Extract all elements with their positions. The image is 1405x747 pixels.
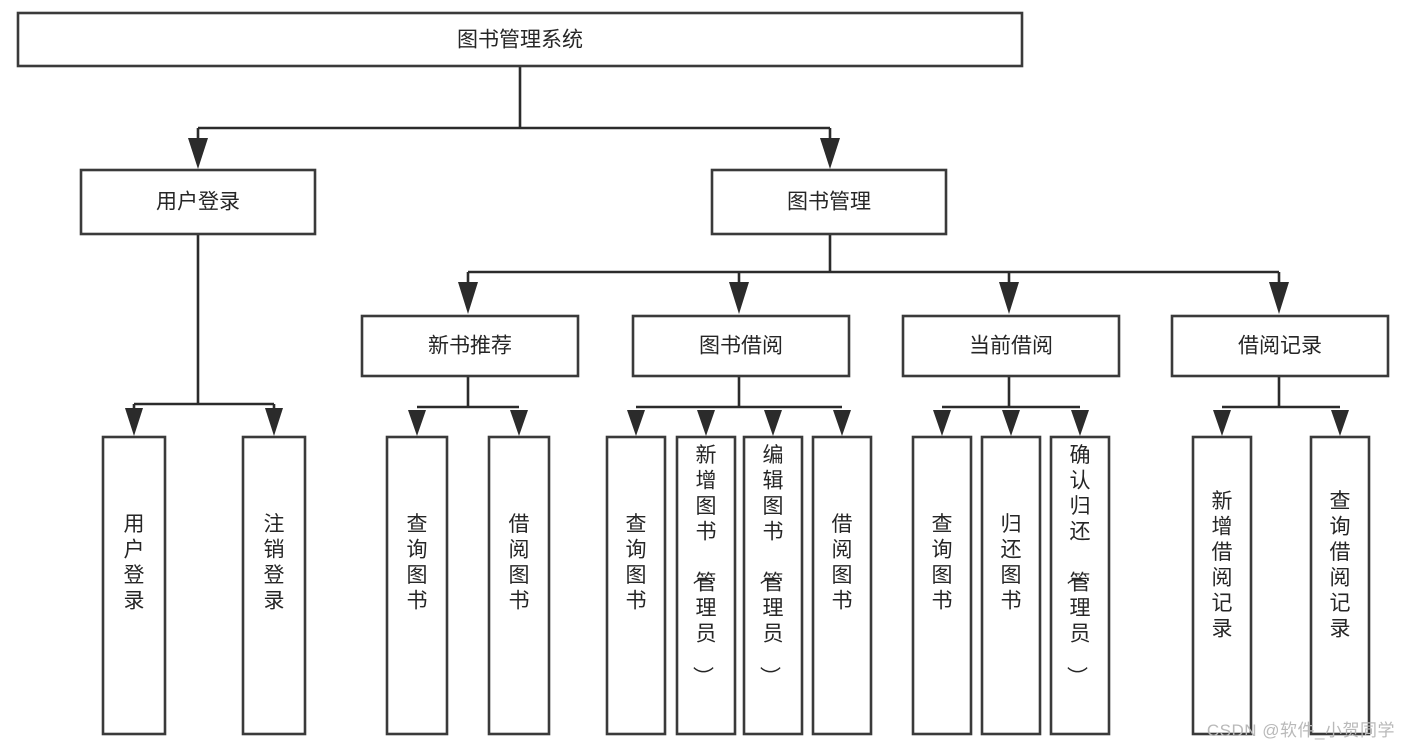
node-user-login-box[interactable]: [79, 168, 317, 236]
node-leaf-edit-book-label: 编辑图书（管理员）: [758, 444, 784, 687]
node-new-book-recommend[interactable]: 新书推荐: [360, 314, 580, 378]
arrowhead-leaf-confirm-return: [1071, 410, 1089, 436]
node-leaf-query-book-3-label: 查询图书: [932, 513, 953, 613]
connector-group-user-login: [125, 235, 283, 436]
connector-group-current-borrow: [933, 376, 1089, 436]
arrowhead-leaf-user-login: [125, 408, 143, 436]
arrowhead-leaf-borrow-book-1: [510, 410, 528, 436]
node-book-borrow[interactable]: 图书借阅: [631, 314, 851, 378]
connector-group-book-management: [458, 235, 1289, 314]
node-leaf-query-book-3-box[interactable]: [911, 435, 973, 736]
node-leaf-query-book-2-label: 查询图书: [626, 513, 647, 613]
node-leaf-query-record[interactable]: 查询借阅记录: [1309, 435, 1371, 736]
node-leaf-borrow-book-1[interactable]: 借阅图书: [487, 435, 551, 736]
node-leaf-add-book-box[interactable]: [675, 435, 737, 736]
node-root[interactable]: 图书管理系统: [16, 11, 1024, 68]
node-leaf-add-record-box[interactable]: [1191, 435, 1253, 736]
arrowhead-leaf-query-book-2: [627, 410, 645, 436]
arrowhead-leaf-query-book-1: [408, 410, 426, 436]
arrowhead-new-book-recommend: [458, 282, 478, 314]
arrowhead-current-borrow: [999, 282, 1019, 314]
node-leaf-return-book-box[interactable]: [980, 435, 1042, 736]
arrowhead-leaf-add-book: [697, 410, 715, 436]
node-user-login-label: 用户登录: [156, 191, 240, 214]
arrowhead-borrow-record: [1269, 282, 1289, 314]
node-new-book-recommend-label: 新书推荐: [428, 335, 512, 358]
node-leaf-query-book-1-box[interactable]: [385, 435, 449, 736]
node-book-management-box[interactable]: [710, 168, 948, 236]
node-root-box[interactable]: [16, 11, 1024, 68]
csdn-watermark: CSDN @软件_小贺同学: [1206, 721, 1395, 740]
node-leaf-return-book-label: 归还图书: [1001, 513, 1022, 613]
node-leaf-return-book[interactable]: 归还图书: [980, 435, 1042, 736]
arrowhead-leaf-add-record: [1213, 410, 1231, 436]
arrowhead-leaf-query-book-3: [933, 410, 951, 436]
arrowhead-leaf-logout-login: [265, 408, 283, 436]
node-leaf-borrow-book-1-label: 借阅图书: [509, 513, 530, 613]
node-leaf-edit-book[interactable]: 编辑图书（管理员）: [742, 435, 804, 736]
node-current-borrow-label: 当前借阅: [969, 335, 1053, 358]
node-leaf-user-login[interactable]: 用户登录: [101, 435, 167, 736]
node-borrow-record-box[interactable]: [1170, 314, 1390, 378]
connector-group-book-borrow: [627, 376, 851, 436]
node-leaf-borrow-book-2-box[interactable]: [811, 435, 873, 736]
node-book-borrow-box[interactable]: [631, 314, 851, 378]
node-borrow-record-label: 借阅记录: [1238, 335, 1322, 358]
arrowhead-leaf-borrow-book-2: [833, 410, 851, 436]
node-leaf-add-record[interactable]: 新增借阅记录: [1191, 435, 1253, 736]
node-new-book-recommend-box[interactable]: [360, 314, 580, 378]
arrowhead-leaf-return-book: [1002, 410, 1020, 436]
node-leaf-logout-login-box[interactable]: [241, 435, 307, 736]
node-root-label: 图书管理系统: [457, 29, 583, 52]
node-leaf-logout-login[interactable]: 注销登录: [241, 435, 307, 736]
node-leaf-add-book-label: 新增图书（管理员）: [691, 444, 717, 687]
node-leaf-query-book-2-box[interactable]: [605, 435, 667, 736]
node-book-management[interactable]: 图书管理: [710, 168, 948, 236]
arrowhead-book-management: [820, 138, 840, 169]
node-leaf-user-login-box[interactable]: [101, 435, 167, 736]
node-leaf-query-record-label: 查询借阅记录: [1330, 490, 1351, 641]
node-leaf-query-book-3[interactable]: 查询图书: [911, 435, 973, 736]
node-leaf-query-book-1[interactable]: 查询图书: [385, 435, 449, 736]
node-leaf-user-login-label: 用户登录: [124, 513, 145, 613]
arrowhead-leaf-query-record: [1331, 410, 1349, 436]
connector-group-root: [188, 66, 840, 169]
node-leaf-confirm-return[interactable]: 确认归还（管理员）: [1049, 435, 1111, 736]
arrowhead-book-borrow: [729, 282, 749, 314]
arrowhead-user-login: [188, 138, 208, 169]
node-leaf-borrow-book-2-label: 借阅图书: [832, 513, 853, 613]
connector-group-borrow-record: [1213, 376, 1349, 436]
node-leaf-confirm-return-label: 确认归还（管理员）: [1065, 444, 1091, 687]
node-leaf-borrow-book-2[interactable]: 借阅图书: [811, 435, 873, 736]
node-leaf-logout-login-label: 注销登录: [264, 513, 285, 613]
node-borrow-record[interactable]: 借阅记录: [1170, 314, 1390, 378]
node-leaf-edit-book-box[interactable]: [742, 435, 804, 736]
node-current-borrow[interactable]: 当前借阅: [901, 314, 1121, 378]
node-leaf-confirm-return-box[interactable]: [1049, 435, 1111, 736]
node-user-login[interactable]: 用户登录: [79, 168, 317, 236]
node-leaf-query-book-2[interactable]: 查询图书: [605, 435, 667, 736]
node-leaf-query-book-1-label: 查询图书: [407, 513, 428, 613]
connector-group-new-book-recommend: [408, 376, 528, 436]
node-leaf-add-record-label: 新增借阅记录: [1212, 490, 1233, 641]
node-leaf-borrow-book-1-box[interactable]: [487, 435, 551, 736]
node-current-borrow-box[interactable]: [901, 314, 1121, 378]
node-book-management-label: 图书管理: [787, 191, 871, 214]
node-leaf-add-book[interactable]: 新增图书（管理员）: [675, 435, 737, 736]
node-leaf-query-record-box[interactable]: [1309, 435, 1371, 736]
node-book-borrow-label: 图书借阅: [699, 335, 783, 358]
arrowhead-leaf-edit-book: [764, 410, 782, 436]
